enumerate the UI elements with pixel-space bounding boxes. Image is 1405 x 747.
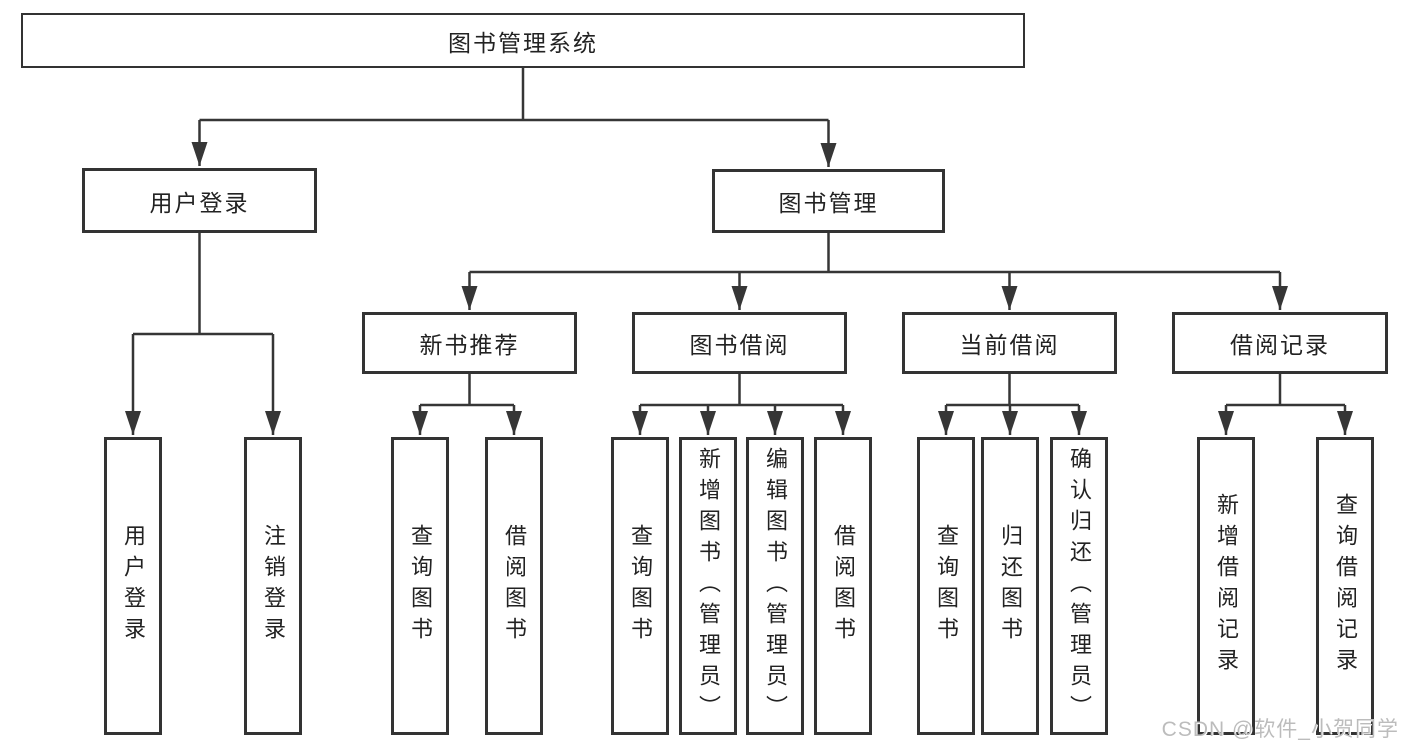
leaf-current-query-book-label: 查询图书 [934, 524, 959, 648]
leaf-borrow-add-book-admin: 新增图书（管理员） [679, 437, 737, 735]
leaf-recommend-query-book-label: 查询图书 [408, 524, 433, 648]
leaf-borrow-add-book-admin-label: 新增图书（管理员） [696, 446, 721, 726]
leaf-logout-label: 注销登录 [261, 524, 286, 648]
leaf-records-query-record-label: 查询借阅记录 [1333, 493, 1358, 679]
node-user-login: 用户登录 [82, 168, 317, 233]
leaf-borrow-edit-book-admin-label: 编辑图书（管理员） [763, 446, 788, 726]
leaf-current-confirm-return-admin-label: 确认归还（管理员） [1067, 446, 1092, 726]
leaf-current-confirm-return-admin: 确认归还（管理员） [1050, 437, 1108, 735]
leaf-recommend-borrow-book-label: 借阅图书 [502, 524, 527, 648]
leaf-login: 用户登录 [104, 437, 162, 735]
node-book-borrow: 图书借阅 [632, 312, 847, 374]
node-current-borrow: 当前借阅 [902, 312, 1117, 374]
leaf-current-return-book-label: 归还图书 [998, 524, 1023, 648]
leaf-current-return-book: 归还图书 [981, 437, 1039, 735]
node-root: 图书管理系统 [21, 13, 1025, 68]
leaf-borrow-query-book-label: 查询图书 [628, 524, 653, 648]
leaf-logout: 注销登录 [244, 437, 302, 735]
leaf-borrow-edit-book-admin: 编辑图书（管理员） [746, 437, 804, 735]
leaf-borrow-query-book: 查询图书 [611, 437, 669, 735]
leaf-recommend-query-book: 查询图书 [391, 437, 449, 735]
node-new-book-recommend: 新书推荐 [362, 312, 577, 374]
leaf-current-query-book: 查询图书 [917, 437, 975, 735]
node-borrow-records: 借阅记录 [1172, 312, 1388, 374]
leaf-login-label: 用户登录 [121, 524, 146, 648]
leaf-borrow-borrow-book: 借阅图书 [814, 437, 872, 735]
node-book-management: 图书管理 [712, 169, 945, 233]
watermark: CSDN @软件_小贺同学 [1161, 718, 1399, 741]
leaf-recommend-borrow-book: 借阅图书 [485, 437, 543, 735]
leaf-records-query-record: 查询借阅记录 [1316, 437, 1374, 735]
leaf-records-add-record: 新增借阅记录 [1197, 437, 1255, 735]
leaf-borrow-borrow-book-label: 借阅图书 [831, 524, 856, 648]
leaf-records-add-record-label: 新增借阅记录 [1214, 493, 1239, 679]
